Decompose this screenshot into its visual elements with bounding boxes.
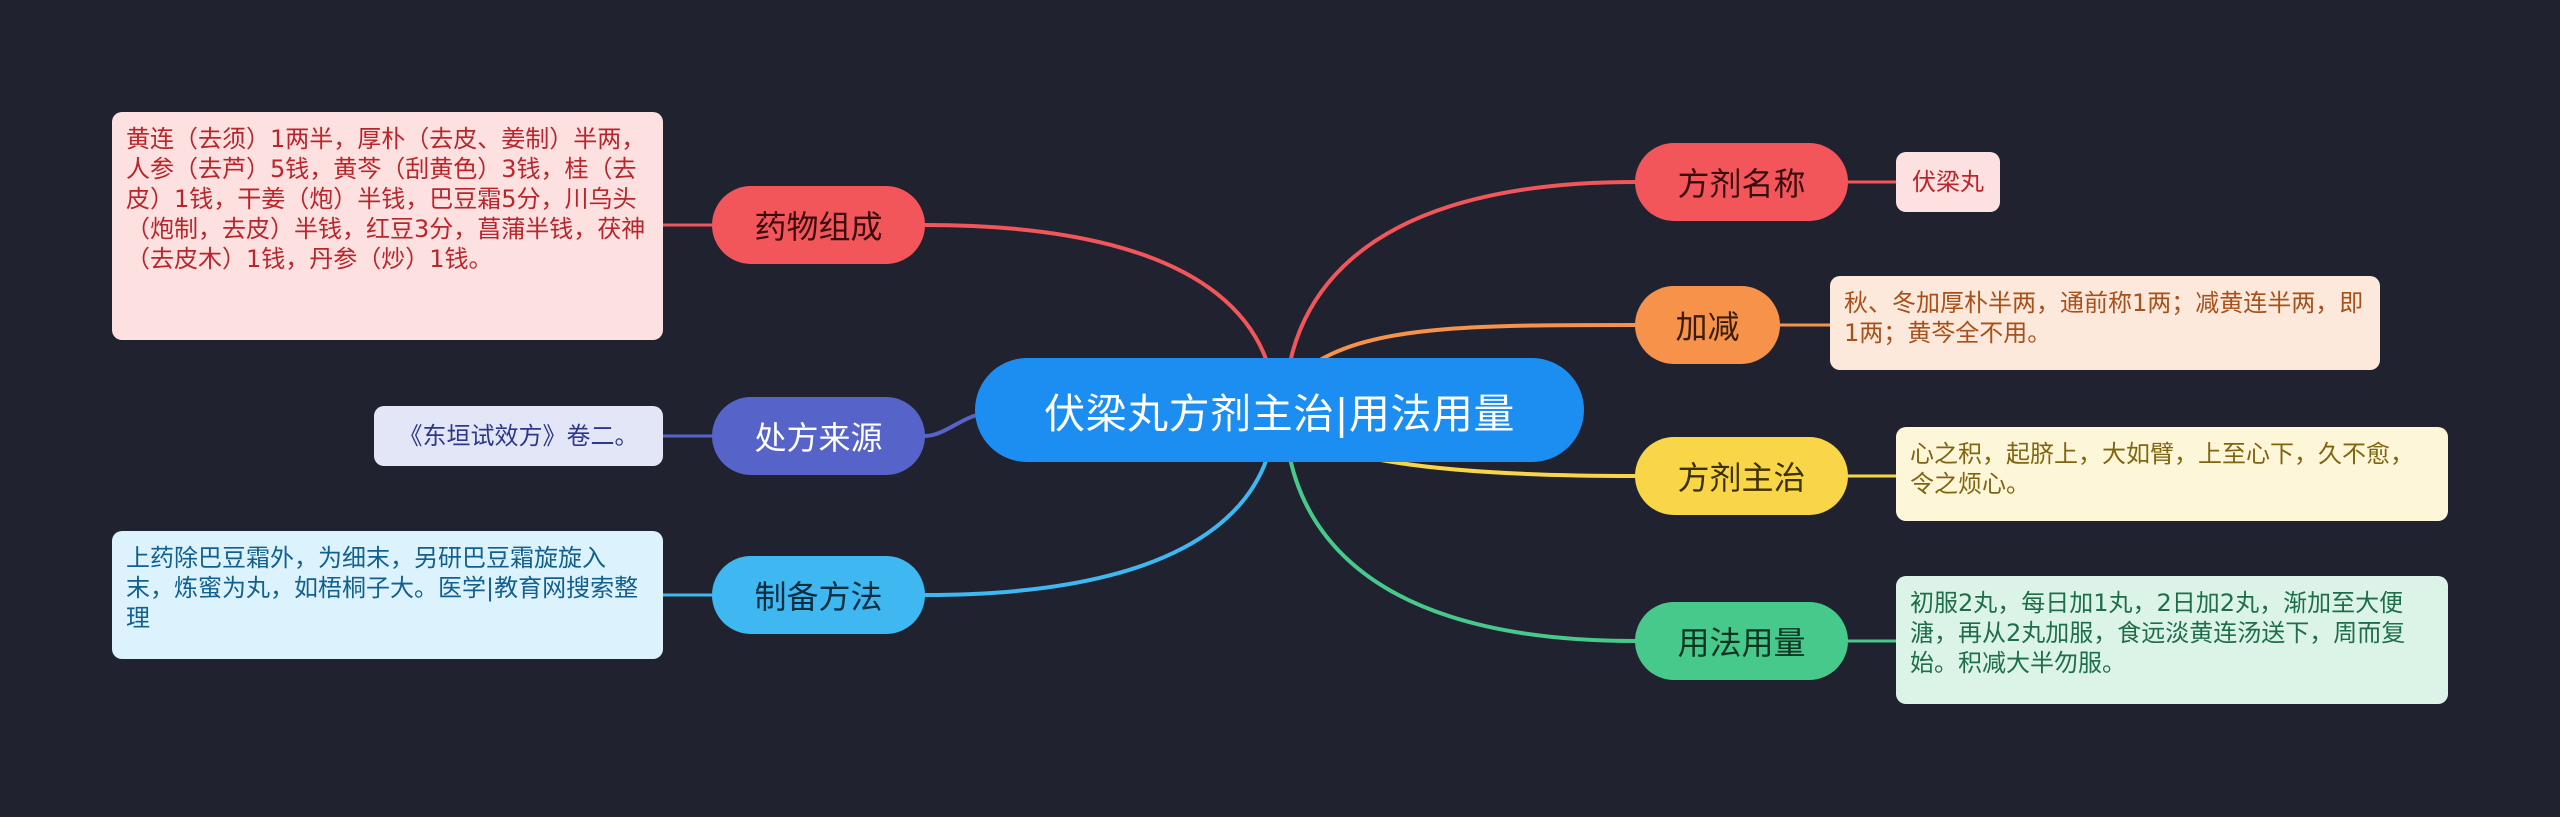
leaf-name[interactable]: 伏梁丸 — [1896, 152, 2000, 212]
branch-preparation[interactable]: 制备方法 — [712, 556, 925, 634]
leaf-ingredients[interactable]: 黄连（去须）1两半，厚朴（去皮、姜制）半两，人参（去芦）5钱，黄芩（刮黄色）3钱… — [112, 112, 663, 340]
leaf-source[interactable]: 《东垣试效方》卷二。 — [374, 406, 663, 466]
branch-usage[interactable]: 用法用量 — [1635, 602, 1848, 680]
connector-modification — [1318, 323, 1637, 362]
branch-modification[interactable]: 加减 — [1635, 286, 1780, 364]
leaf-modification[interactable]: 秋、冬加厚朴半两，通前称1两；减黄连半两，即1两；黄芩全不用。 — [1830, 276, 2380, 370]
central-topic[interactable]: 伏梁丸方剂主治|用法用量 — [975, 358, 1584, 462]
branch-ingredients[interactable]: 药物组成 — [712, 186, 925, 264]
branch-indication[interactable]: 方剂主治 — [1635, 437, 1848, 515]
leaf-indication[interactable]: 心之积，起脐上，大如臂，上至心下，久不愈，令之烦心。 — [1896, 427, 2448, 521]
leaf-usage[interactable]: 初服2丸，每日加1丸，2日加2丸，渐加至大便溏，再从2丸加服，食远淡黄连汤送下，… — [1896, 576, 2448, 704]
branch-name[interactable]: 方剂名称 — [1635, 143, 1848, 221]
leaf-preparation[interactable]: 上药除巴豆霜外，为细末，另研巴豆霜旋旋入末，炼蜜为丸，如梧桐子大。医学|教育网搜… — [112, 531, 663, 659]
branch-source[interactable]: 处方来源 — [712, 397, 925, 475]
